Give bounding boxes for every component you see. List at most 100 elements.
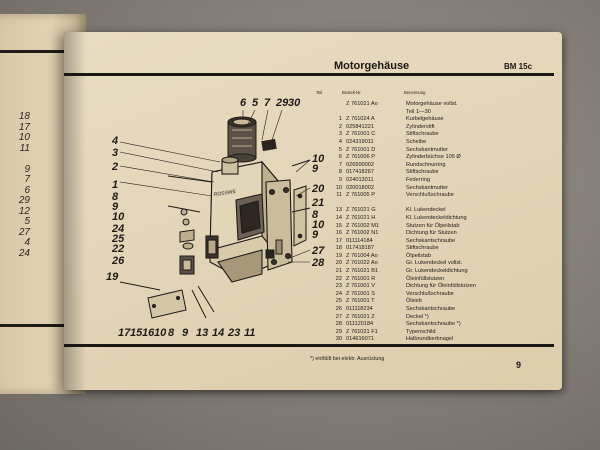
part-number: 19 <box>335 252 342 259</box>
order-number: Z 761021 F1 <box>346 328 378 335</box>
left-page-callout: 18 <box>18 111 30 122</box>
part-name: Federring <box>406 176 430 183</box>
part-number: 21 <box>335 268 342 275</box>
nameplate-text: ROSSWE <box>213 189 237 198</box>
part-number: 3 <box>338 131 342 138</box>
left-page-callout: 27 <box>18 226 30 238</box>
order-number: 025841221 <box>346 123 374 130</box>
part-name: Ölpeilstab <box>406 252 431 259</box>
order-number: 024013011 <box>346 176 374 183</box>
left-page-callout: 12 <box>18 205 30 217</box>
small-parts <box>119 159 311 319</box>
order-number: 011120184 <box>346 321 374 328</box>
order-number: Z 761021 Z <box>346 313 375 320</box>
part-number: 16 <box>335 230 342 237</box>
part-name: Sechskantschraube <box>406 237 456 244</box>
part-number: 4 <box>338 138 342 145</box>
diagram-callout: 11 <box>244 327 255 339</box>
diagram-callout: 21 <box>311 197 324 209</box>
order-number: Z 761021 G <box>346 207 376 214</box>
order-number: 011114184 <box>346 237 373 244</box>
diagram-callout: 9 <box>312 229 319 241</box>
diagram-callout: 10 <box>312 153 325 165</box>
part-name: Teil 1—30 <box>406 108 431 115</box>
diagram-callout: 5 <box>252 97 259 109</box>
diagram-callout: 27 <box>311 245 325 257</box>
column-header-benennung: Benennung <box>404 90 426 95</box>
diagram-callout: 10 <box>112 211 125 223</box>
part-row: 13 Z 761021 G Kl. Lukendeckel <box>318 207 548 215</box>
left-page-callout: 24 <box>18 247 30 259</box>
part-name: Motorgehäuse vollst. <box>406 101 458 107</box>
header-rule <box>64 73 554 76</box>
part-name: Halbrundkerbnagel <box>406 336 454 343</box>
diagram-callout: 3 <box>112 147 118 159</box>
part-name: Öleinfüllstutzen <box>406 275 445 282</box>
diagram-callout: 23 <box>227 327 240 339</box>
diagram-callout: 16 <box>142 327 155 339</box>
left-page-callout: 9 <box>24 163 30 175</box>
order-number: 020018002 <box>346 184 374 191</box>
part-name: Gr. Lukendeckel vollst. <box>406 260 463 267</box>
part-number: 20 <box>335 260 342 267</box>
part-number: 23 <box>335 283 342 290</box>
part-name: Kl. Lukendeckel <box>406 207 446 214</box>
left-page-rule-bottom <box>0 324 74 327</box>
order-number: Z 761004 Ao <box>346 252 378 259</box>
left-page-callout: 17 <box>18 121 30 133</box>
order-number: 014616071 <box>346 336 374 343</box>
part-name: Stiftschraube <box>406 245 439 252</box>
order-number: Z 761002 N1 <box>346 230 379 237</box>
part-name: Rundschnurring <box>406 161 446 168</box>
part-name: Ölsieb <box>406 298 422 305</box>
order-number: 017418187 <box>346 245 374 252</box>
left-page-callout: 6 <box>24 184 30 196</box>
order-number: Z 761022 Ao <box>346 260 378 267</box>
part-number: 28 <box>335 321 342 328</box>
diagram-callout: 25 <box>111 233 125 245</box>
left-page-callout: 29 <box>18 195 30 206</box>
order-number: 024319011 <box>346 138 374 145</box>
part-number: 29 <box>335 328 342 335</box>
part-number: 30 <box>335 336 342 343</box>
part-number: 5 <box>338 146 342 153</box>
diagram-callout: 8 <box>112 191 119 203</box>
part-number: 27 <box>335 313 342 320</box>
diagram-callout: 30 <box>288 97 301 109</box>
part-name: Gr. Lukendeckeldichtung <box>406 268 468 275</box>
diagram-callout: 15 <box>130 327 143 339</box>
order-number: Z 761024 A <box>346 116 375 123</box>
leader-lines <box>119 109 311 263</box>
diagram-callout: 1 <box>112 179 118 191</box>
left-page-callout: 4 <box>24 237 30 248</box>
part-name: Scheibe <box>406 138 427 145</box>
order-number: 026500002 <box>346 161 374 168</box>
part-name: Kl. Lukendeckeldichtung <box>406 214 467 221</box>
order-number: Z 761002 M1 <box>346 222 379 229</box>
diagram-callout: 22 <box>111 243 124 255</box>
diagram-callout: 7 <box>264 97 271 109</box>
type-plate <box>261 138 277 152</box>
crankcase <box>205 156 293 283</box>
diagram-callout: 8 <box>312 209 319 221</box>
section-code: BM 15c <box>504 62 533 71</box>
part-number: 13 <box>335 207 342 214</box>
page-number: 9 <box>516 360 522 370</box>
diagram-callout: 10 <box>154 327 167 339</box>
part-number: 7 <box>338 161 342 168</box>
